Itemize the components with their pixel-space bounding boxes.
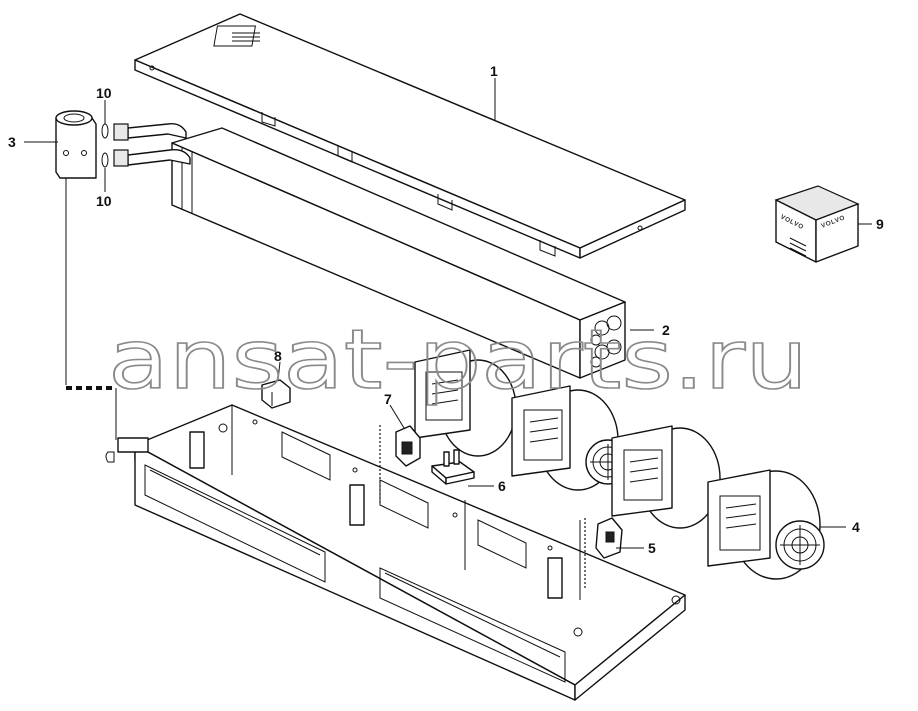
callout-8: 8 [274, 348, 282, 364]
blower-1 [414, 349, 517, 457]
callout-3: 3 [8, 134, 16, 150]
blower-fans [414, 349, 825, 580]
callout-5: 5 [648, 540, 656, 556]
callout-4: 4 [852, 519, 860, 535]
blower-3 [611, 425, 721, 529]
housing-frame [105, 404, 686, 701]
watermark-text: ansat-parts.ru [108, 313, 808, 408]
blower-4 [707, 469, 825, 580]
connector-5 [595, 517, 623, 559]
switch-7 [395, 425, 421, 467]
callout-2: 2 [662, 322, 670, 338]
callout-9: 9 [876, 216, 884, 232]
callout-10-bottom: 10 [96, 193, 112, 209]
callout-7: 7 [384, 391, 392, 407]
water-valve [55, 110, 97, 179]
cover-panel [134, 13, 686, 259]
volvo-kit-box: VOLVO VOLVO [774, 185, 860, 263]
relay-8 [261, 379, 291, 409]
coolant-pipes [113, 122, 191, 167]
callout-10-top: 10 [96, 85, 112, 101]
dotted-wires [379, 425, 586, 590]
callout-6: 6 [498, 478, 506, 494]
heater-core [171, 127, 626, 379]
dashed-link-line [65, 178, 117, 440]
resistor-6 [431, 449, 475, 485]
leader-lines [24, 78, 872, 549]
callouts: 1 2 3 4 5 6 7 8 9 10 10 [8, 63, 884, 556]
callout-1: 1 [490, 63, 498, 79]
o-rings [101, 123, 109, 168]
